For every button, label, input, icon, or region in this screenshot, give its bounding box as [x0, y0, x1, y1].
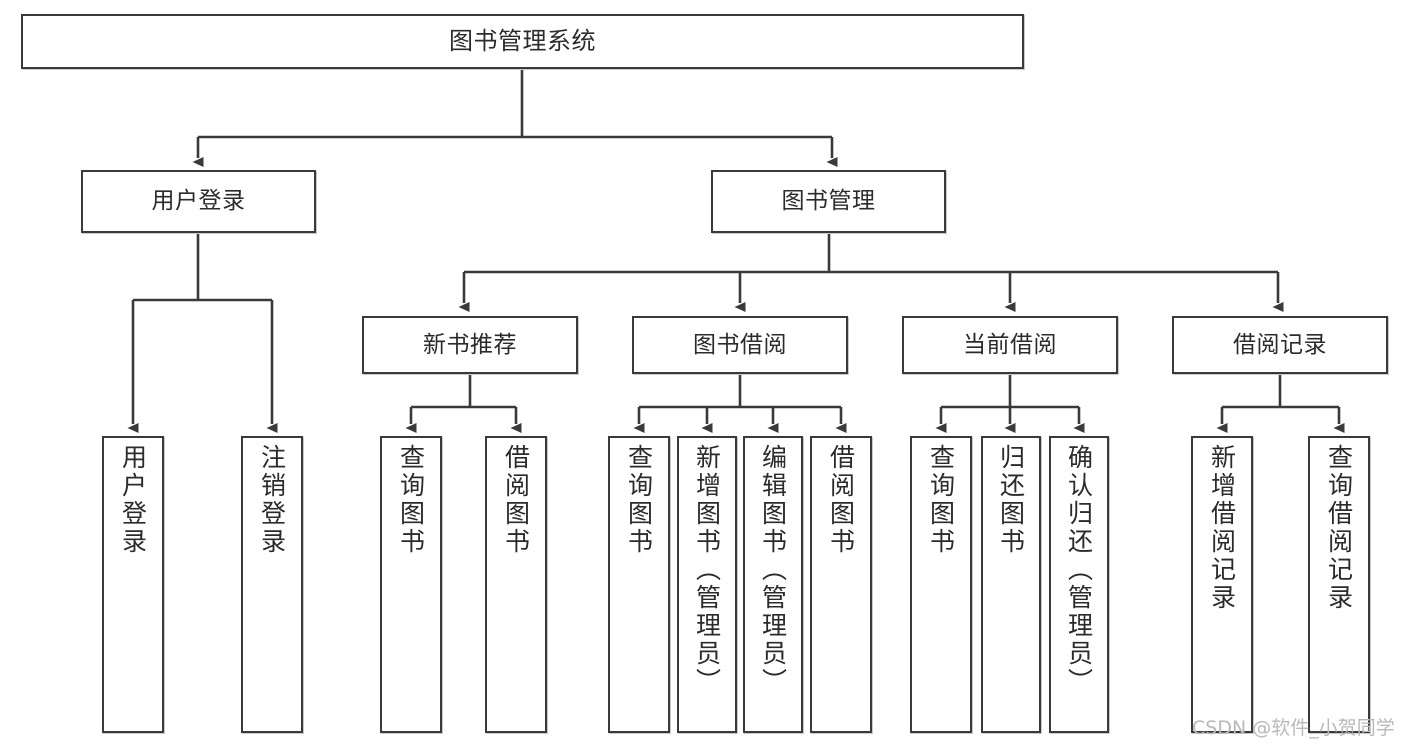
node-new-book-recommend[interactable]: 新书推荐 [362, 316, 578, 374]
node-book-borrow[interactable]: 图书借阅 [632, 316, 848, 374]
node-label: 查询借阅记录 [1324, 444, 1354, 612]
node-borrow-record[interactable]: 借阅记录 [1172, 316, 1388, 374]
leaf-add-borrow-record[interactable]: 新增借阅记录 [1191, 436, 1253, 733]
leaf-edit-book-admin[interactable]: 编辑图书（管理员） [743, 436, 803, 733]
node-label: 新书推荐 [423, 331, 517, 358]
node-root-book-management-system[interactable]: 图书管理系统 [21, 14, 1024, 69]
node-label: 当前借阅 [963, 331, 1057, 358]
leaf-query-book-recommend[interactable]: 查询图书 [380, 436, 442, 733]
node-label: 查询图书 [926, 444, 956, 556]
watermark-text: CSDN @软件_小贺同学 [1192, 717, 1395, 739]
node-book-management[interactable]: 图书管理 [711, 170, 946, 233]
node-label: 图书借阅 [693, 331, 787, 358]
node-label: 图书管理 [781, 188, 876, 215]
leaf-borrow-book[interactable]: 借阅图书 [810, 436, 872, 733]
leaf-borrow-book-recommend[interactable]: 借阅图书 [485, 436, 547, 733]
node-user-login[interactable]: 用户登录 [81, 170, 316, 233]
node-label: 用户登录 [118, 444, 148, 556]
leaf-user-login[interactable]: 用户登录 [102, 436, 164, 733]
node-label: 借阅图书 [501, 444, 531, 556]
node-label: 用户登录 [151, 188, 246, 215]
node-label: 借阅图书 [826, 444, 856, 556]
leaf-query-book-current[interactable]: 查询图书 [910, 436, 972, 733]
node-current-borrow[interactable]: 当前借阅 [902, 316, 1118, 374]
leaf-add-book-admin[interactable]: 新增图书（管理员） [677, 436, 737, 733]
node-label: 查询图书 [624, 444, 654, 556]
node-label: 查询图书 [396, 444, 426, 556]
node-label: 图书管理系统 [449, 26, 596, 55]
leaf-query-book-borrow[interactable]: 查询图书 [608, 436, 670, 733]
node-label: 确认归还（管理员） [1064, 444, 1094, 696]
leaf-logout[interactable]: 注销登录 [241, 436, 303, 733]
csdn-watermark: CSDN @软件_小贺同学 [1192, 713, 1395, 740]
leaf-return-book[interactable]: 归还图书 [981, 436, 1041, 733]
node-label: 归还图书 [996, 444, 1026, 556]
node-label: 新增借阅记录 [1207, 444, 1237, 612]
node-label: 新增图书（管理员） [692, 444, 722, 696]
leaf-confirm-return-admin[interactable]: 确认归还（管理员） [1049, 436, 1109, 733]
node-label: 借阅记录 [1233, 331, 1327, 358]
node-label: 注销登录 [257, 444, 287, 556]
leaf-query-borrow-record[interactable]: 查询借阅记录 [1308, 436, 1370, 733]
node-label: 编辑图书（管理员） [758, 444, 788, 696]
